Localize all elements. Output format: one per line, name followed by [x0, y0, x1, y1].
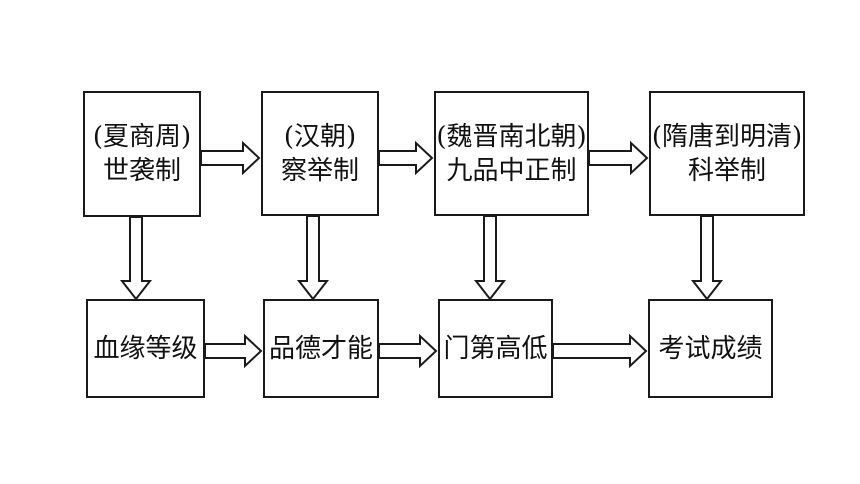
criterion-label: 门第高低	[443, 333, 548, 364]
arrow-down-1	[119, 216, 153, 301]
criterion-label: 考试成绩	[658, 333, 763, 364]
box-system-label: 科举制	[687, 155, 766, 186]
box-sui-tang: (隋唐到明清) 科举制	[649, 91, 805, 216]
arrow-top-2	[378, 140, 434, 176]
criterion-label: 血缘等级	[93, 333, 198, 364]
arrow-down-3	[473, 215, 507, 301]
arrow-bottom-1	[204, 333, 263, 369]
box-era-label: (隋唐到明清)	[651, 121, 803, 152]
arrow-top-3	[588, 140, 649, 176]
arrow-bottom-3	[552, 333, 648, 369]
box-criterion-virtue: 品德才能	[263, 299, 379, 398]
box-era-label: (汉朝)	[283, 121, 357, 152]
box-xia-shang-zhou: (夏商周) 世袭制	[83, 91, 201, 217]
box-era-label: (夏商周)	[92, 122, 192, 152]
criterion-label: 品德才能	[268, 333, 373, 364]
arrow-down-2	[296, 215, 330, 301]
box-system-label: 世袭制	[102, 156, 181, 186]
box-system-label: 九品中正制	[446, 155, 577, 186]
arrow-bottom-2	[378, 333, 438, 369]
box-criterion-exam: 考试成绩	[648, 299, 773, 398]
box-system-label: 察举制	[280, 155, 359, 186]
arrow-top-1	[200, 140, 261, 176]
box-wei-jin: (魏晋南北朝) 九品中正制	[434, 91, 589, 216]
box-han: (汉朝) 察举制	[261, 91, 379, 216]
box-criterion-blood: 血缘等级	[86, 299, 205, 398]
arrow-down-4	[690, 215, 724, 301]
box-era-label: (魏晋南北朝)	[436, 121, 587, 152]
box-criterion-family: 门第高低	[438, 299, 553, 398]
